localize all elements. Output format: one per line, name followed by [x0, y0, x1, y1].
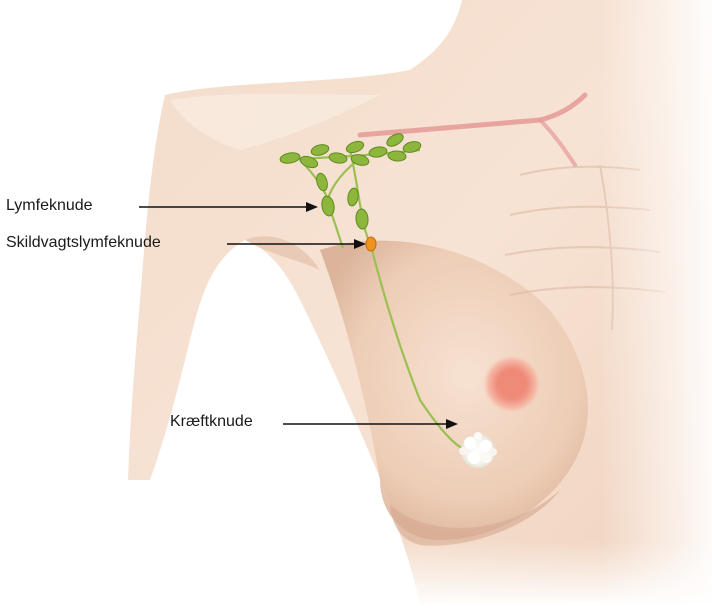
lymph-node-label: Lymfeknude: [6, 197, 93, 215]
tumor-label: Kræftknude: [170, 413, 253, 431]
right-fade: [600, 0, 712, 604]
bottom-fade: [0, 540, 712, 604]
sentinel-node-label: Skildvagtslymfeknude: [6, 234, 161, 252]
sentinel-lymph-node: [366, 237, 376, 251]
nipple: [498, 369, 526, 397]
